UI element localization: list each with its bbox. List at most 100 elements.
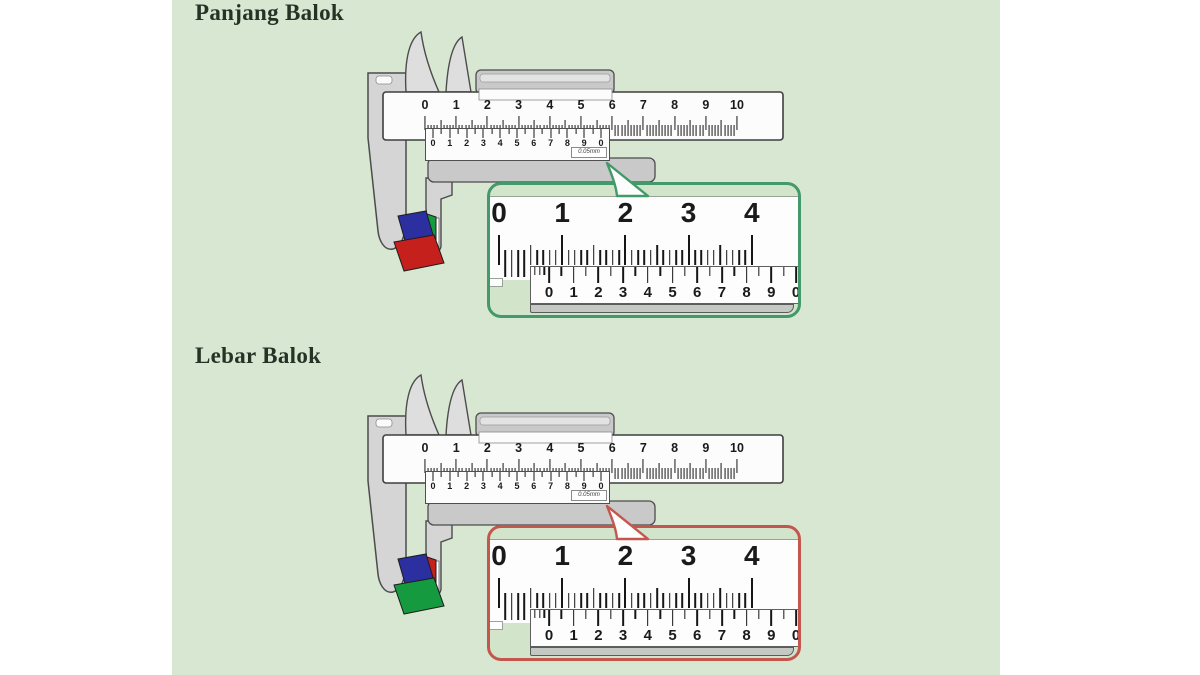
scale-tick <box>524 129 526 134</box>
callout-slider-edge <box>530 304 794 313</box>
scale-tick <box>714 468 716 479</box>
scale-tick <box>621 468 622 479</box>
scale-tick <box>486 459 488 473</box>
scale-tick <box>491 129 493 134</box>
scale-tick <box>637 250 639 265</box>
scale-tick <box>696 125 697 136</box>
scale-tick <box>733 610 735 619</box>
scale-tick <box>474 129 476 134</box>
scale-tick <box>621 125 622 136</box>
scale-tick <box>655 125 657 136</box>
scale-tick <box>518 459 520 473</box>
scale-tick <box>681 593 684 608</box>
scale-tick <box>536 593 538 608</box>
scale-tick <box>575 472 577 477</box>
scale-tick <box>671 267 674 283</box>
scale-tick <box>677 468 679 479</box>
slider-grip-highlight <box>479 73 611 83</box>
scale-tick <box>432 129 434 138</box>
scale-tick <box>689 463 691 479</box>
scale-number: 1 <box>447 481 453 491</box>
scale-tick <box>708 468 710 479</box>
scale-tick <box>449 129 451 138</box>
section-title: Panjang Balok <box>195 0 344 25</box>
scale-tick <box>658 463 660 479</box>
scale-tick <box>727 468 729 479</box>
scale-tick <box>692 125 694 136</box>
scale-tick <box>466 472 468 481</box>
scale-tick <box>549 116 551 130</box>
scale-tick <box>548 267 550 283</box>
scale-tick <box>440 472 442 477</box>
scale-tick <box>529 245 532 265</box>
scale-tick <box>622 267 624 283</box>
scale-number: 5 <box>668 284 677 301</box>
upper-jaw-fixed <box>404 30 441 93</box>
scale-tick <box>738 250 740 265</box>
scale-tick <box>714 125 716 136</box>
vernier-precision-label: 0.05mm <box>571 490 607 501</box>
scale-tick <box>636 125 638 136</box>
scale-tick <box>523 250 526 277</box>
scale-number: 4 <box>744 197 760 228</box>
scale-tick <box>455 459 457 473</box>
scale-tick <box>646 468 647 479</box>
section-lebar-balok: Lebar Balok <box>172 343 1000 675</box>
scale-tick <box>610 610 612 619</box>
scale-number: 1 <box>569 627 578 644</box>
scale-tick <box>566 129 568 138</box>
scale-tick <box>684 267 686 276</box>
scale-tick <box>687 578 690 608</box>
scale-tick <box>649 468 651 479</box>
scale-tick <box>646 267 649 283</box>
scale-tick <box>580 116 582 130</box>
slider-plate <box>478 431 613 444</box>
callout-left-tab <box>490 278 503 287</box>
scale-tick <box>705 459 707 473</box>
scale-number: 3 <box>680 540 697 571</box>
scale-tick <box>482 472 484 481</box>
scale-tick <box>736 116 738 130</box>
scale-tick <box>720 463 722 479</box>
block-front-face <box>393 577 445 615</box>
scale-number: 1 <box>452 98 460 112</box>
scale-tick <box>700 250 703 265</box>
scale-number: 9 <box>702 441 710 455</box>
scale-tick <box>624 125 626 136</box>
scale-tick <box>656 588 658 608</box>
scale-tick <box>541 129 543 134</box>
scale-tick <box>534 267 536 275</box>
scale-tick <box>664 125 666 136</box>
scale-tick <box>498 578 500 608</box>
scale-tick <box>649 125 651 136</box>
scale-tick <box>671 610 674 626</box>
scale-tick <box>674 116 676 130</box>
scale-tick <box>585 267 587 276</box>
scale-tick <box>686 468 688 479</box>
scale-tick <box>618 125 619 136</box>
scale-tick <box>733 267 735 276</box>
scale-tick <box>474 472 476 477</box>
scale-tick <box>782 267 785 276</box>
scale-tick <box>744 593 747 608</box>
scale-tick <box>730 468 732 479</box>
scale-tick <box>618 468 619 479</box>
scale-number: 8 <box>671 441 679 455</box>
scale-number: 9 <box>767 627 776 644</box>
scale-tick <box>686 125 688 136</box>
scale-tick <box>555 593 557 608</box>
scale-tick <box>549 459 551 473</box>
scale-number: 10 <box>730 98 744 112</box>
scale-number: 0 <box>791 627 801 644</box>
callout-tail-shape <box>605 161 650 198</box>
scale-tick <box>652 468 654 479</box>
scale-tick <box>533 472 535 481</box>
scale-tick <box>580 459 582 473</box>
scale-tick <box>646 610 649 626</box>
scale-tick <box>508 472 509 477</box>
scale-tick <box>516 472 518 481</box>
scale-number: 4 <box>744 540 760 571</box>
